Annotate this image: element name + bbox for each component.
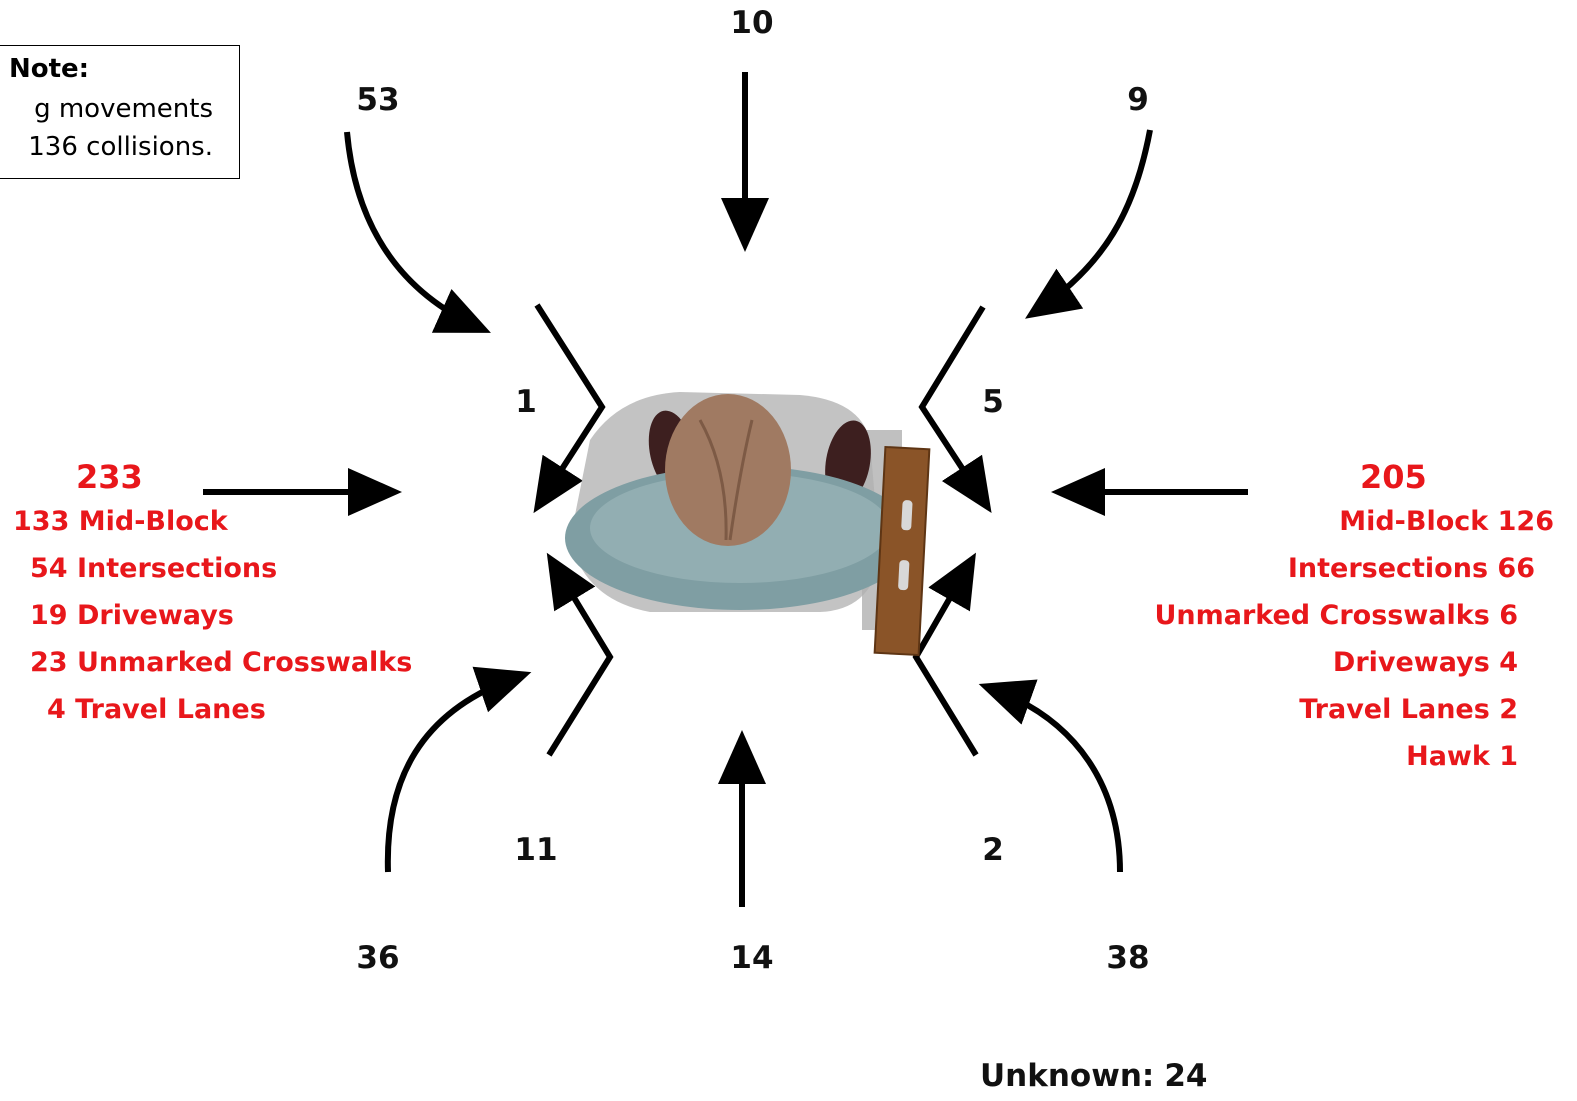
right-item: Mid-Block 126: [1339, 506, 1554, 537]
left-item: 4 Travel Lanes: [47, 694, 266, 725]
left-item: 23 Unmarked Crosswalks: [30, 647, 412, 678]
right-item: Unmarked Crosswalks 6: [1154, 600, 1518, 631]
count-bottom: 14: [730, 940, 773, 976]
bent-arrow-lower-right: [916, 563, 976, 755]
count-bottom-right: 38: [1106, 940, 1149, 976]
unknown-count: Unknown: 24: [980, 1058, 1217, 1094]
count-upper-right: 5: [982, 384, 1004, 420]
unknown-label: Unknown:: [980, 1058, 1154, 1094]
arrow-top-left: [347, 132, 480, 328]
right-item: Travel Lanes 2: [1299, 694, 1518, 725]
unknown-value: 24: [1164, 1058, 1207, 1094]
bent-arrow-lower-left: [549, 563, 610, 755]
right-item: Hawk 1: [1406, 741, 1518, 772]
count-bottom-left: 36: [356, 940, 399, 976]
count-upper-left: 1: [515, 384, 537, 420]
right-item: Driveways 4: [1333, 647, 1518, 678]
count-top-right: 9: [1127, 82, 1149, 118]
note-line-2: 136 collisions.: [28, 132, 213, 162]
left-item: 133 Mid-Block: [13, 506, 228, 537]
note-box: Note: g movements 136 collisions.: [0, 45, 240, 179]
left-total: 233: [76, 458, 143, 496]
right-total: 205: [1360, 458, 1427, 496]
bent-arrow-upper-right: [922, 307, 985, 503]
count-top-left: 53: [356, 82, 399, 118]
pedestrian-icon: [565, 392, 929, 655]
left-item: 19 Driveways: [30, 600, 234, 631]
count-lower-right: 2: [982, 832, 1004, 868]
note-title: Note:: [9, 54, 89, 84]
right-item: Intersections 66: [1288, 553, 1535, 584]
note-line-1: g movements: [34, 94, 213, 124]
arrow-bottom-right: [990, 688, 1120, 872]
arrow-top-right: [1035, 130, 1150, 312]
left-item: 54 Intersections: [30, 553, 277, 584]
count-lower-left: 11: [514, 832, 557, 868]
count-top: 10: [730, 5, 773, 41]
arrow-bottom-left: [388, 676, 520, 872]
